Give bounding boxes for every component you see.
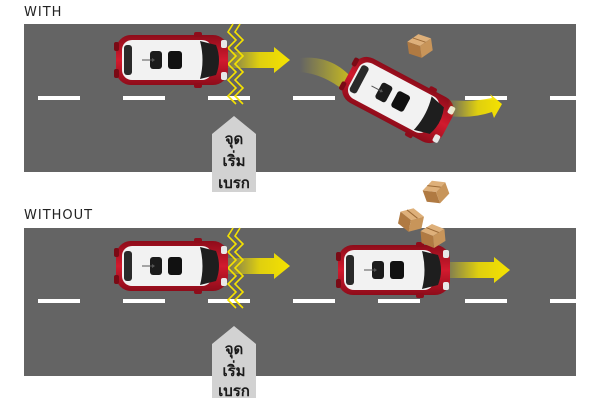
motion-arrow-without-2 (440, 257, 510, 283)
motion-arrow-with-2 (448, 94, 502, 118)
box-without-1 (420, 176, 452, 208)
braking-text-line1: จุด (225, 340, 244, 359)
braking-text-line3: เบรก (218, 174, 250, 192)
motion-arrow-without-1 (222, 253, 290, 279)
car-with-1 (114, 32, 228, 88)
braking-text-line2: เริ่ม (222, 360, 245, 380)
label-without: WITHOUT (24, 208, 94, 223)
car-without-1 (114, 238, 228, 294)
braking-text-line3: เบรก (218, 382, 250, 400)
braking-marker-without: จุด เริ่ม เบรก (212, 326, 256, 400)
braking-text-line2: เริ่ม (222, 150, 245, 170)
motion-arrow-with-1 (222, 47, 290, 73)
braking-text-line1: จุด (225, 130, 244, 149)
label-with: WITH (24, 5, 63, 20)
braking-marker-with: จุด เริ่ม เบรก (212, 116, 256, 192)
car-without-2 (336, 242, 450, 298)
